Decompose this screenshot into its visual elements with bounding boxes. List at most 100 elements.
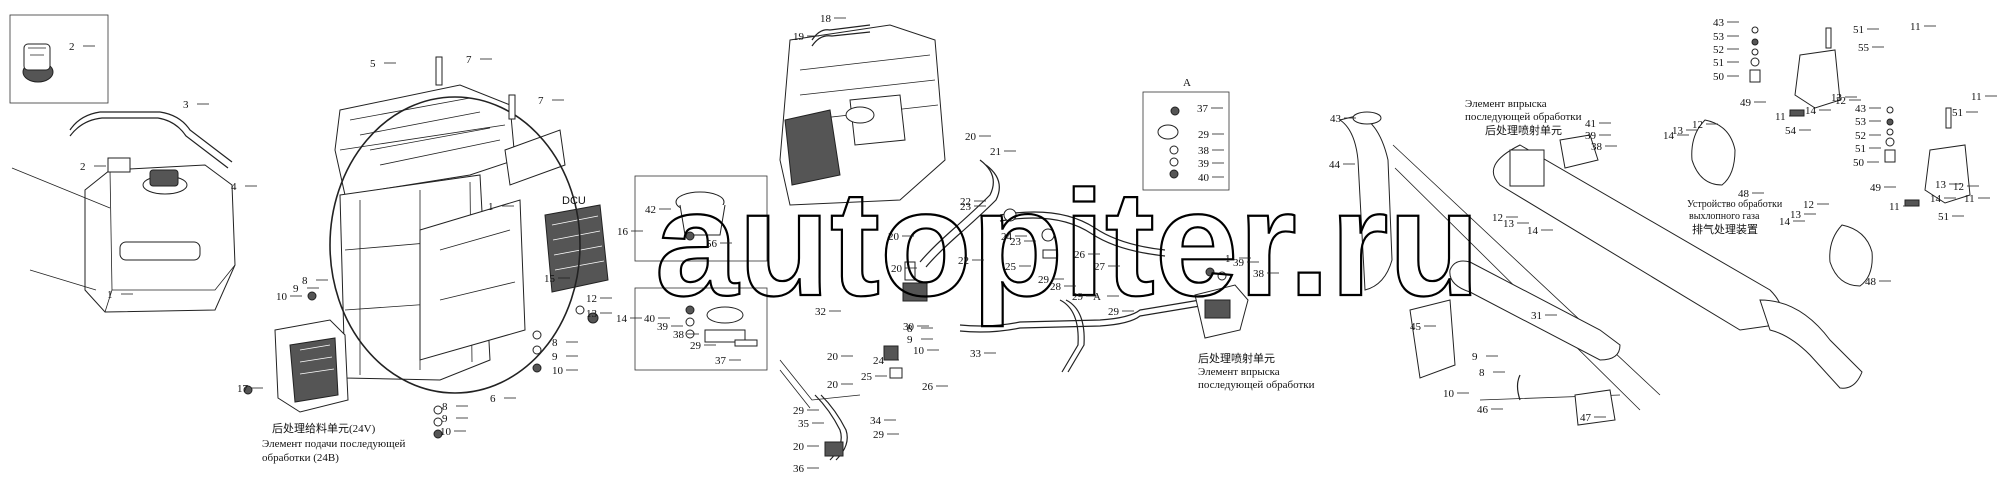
callout-c11c: 11 xyxy=(1971,91,1982,103)
callout-c9a: 9 xyxy=(293,283,299,295)
callout-c14c: 14 xyxy=(1805,105,1817,117)
callout-c43c: 43 xyxy=(1855,103,1867,115)
connectors-mid xyxy=(824,208,1058,457)
callout-c51d: 51 xyxy=(1952,107,1963,119)
pump-housing xyxy=(779,24,946,206)
callout-c15: 15 xyxy=(544,273,556,285)
callout-c8e: 8 xyxy=(1479,367,1485,379)
callout-c11a: 11 xyxy=(1910,21,1921,33)
callout-c26b: 26 xyxy=(922,381,934,393)
hose-29 xyxy=(1059,299,1079,373)
callout-c29e: 29 xyxy=(873,429,885,441)
callout-c41: 41 xyxy=(1585,118,1596,130)
callout-c37b: 37 xyxy=(1197,103,1209,115)
callout-c38a: 38 xyxy=(673,329,685,341)
callout-c29b: 29 xyxy=(1072,291,1084,303)
callout-c9d: 9 xyxy=(907,334,913,346)
callout-c51a: 51 xyxy=(1713,57,1724,69)
callout-c50b: 50 xyxy=(1853,157,1865,169)
callout-c51b: 51 xyxy=(1853,24,1864,36)
callout-c29f: 29 xyxy=(690,340,702,352)
caption-injector-top-ru-1: Элемент впрыска xyxy=(1465,98,1547,110)
callout-c38b: 38 xyxy=(1198,145,1210,157)
callout-c31: 31 xyxy=(1531,310,1542,322)
callout-c40b: 40 xyxy=(1198,172,1210,184)
callout-c39a: 39 xyxy=(657,321,669,333)
collar-48-top xyxy=(1691,119,1736,186)
flange-47 xyxy=(1574,389,1616,426)
detail-box-clamp-a xyxy=(634,175,768,262)
callout-c17: 17 xyxy=(237,383,249,395)
callout-c13b: 13 xyxy=(1503,218,1515,230)
collar-48-bottom xyxy=(1829,224,1873,287)
caption-injector-top-ru-2: последующей обработки xyxy=(1465,111,1582,123)
hose-22 xyxy=(999,211,1166,251)
callout-c10c: 10 xyxy=(440,426,452,438)
detail-box-clamp-b xyxy=(634,287,768,371)
callout-c13a: 13 xyxy=(586,308,598,320)
detail-box-cap xyxy=(9,14,109,104)
caption-supply-unit-cn: 后处理给料单元(24V) xyxy=(272,421,376,435)
clamp-46 xyxy=(1516,374,1521,401)
callout-c14f: 14 xyxy=(1779,216,1791,228)
hanger-bracket-bottom xyxy=(1924,144,1971,204)
callout-c39c: 39 xyxy=(1233,257,1245,269)
callout-c29c: 29 xyxy=(1108,306,1120,318)
hanger-hardware xyxy=(1749,26,1952,207)
caption-supply-unit-ru-1: Элемент подачи последующей xyxy=(262,438,405,450)
callout-c25b: 25 xyxy=(861,371,873,383)
middle-assembly xyxy=(634,24,1249,461)
callout-c39b: 39 xyxy=(1198,158,1210,170)
hose-33 xyxy=(959,299,1201,327)
callout-c1a: 1 xyxy=(107,289,113,301)
callout-c44: 44 xyxy=(1329,159,1341,171)
callout-c29d: 29 xyxy=(793,405,805,417)
callout-c33: 33 xyxy=(970,348,982,360)
callout-c20c: 20 xyxy=(891,263,903,275)
callout-c8d: 8 xyxy=(907,323,913,335)
caption-injector-bottom-ru-1: Элемент впрыска xyxy=(1198,366,1280,378)
oval-outline xyxy=(329,96,581,394)
callout-c48a: 48 xyxy=(1738,188,1750,200)
supply-unit xyxy=(274,319,349,413)
callout-c20a: 20 xyxy=(965,131,977,143)
caption-aftertreat-ru-1: Устройство обработки xyxy=(1687,199,1783,210)
caption-injector-bottom-cn: 后处理喷射单元 xyxy=(1198,351,1275,365)
callout-c54a: 54 xyxy=(1785,125,1797,137)
callout-c34: 34 xyxy=(870,415,882,427)
callout-c30: 30 xyxy=(903,321,915,333)
callout-c16: 16 xyxy=(617,226,629,238)
callout-c22b: 22 xyxy=(958,255,969,267)
view-a-parts xyxy=(1157,106,1180,179)
detail-box-view-a xyxy=(1142,91,1230,191)
callout-c49a: 49 xyxy=(1740,97,1752,109)
callout-c10b: 10 xyxy=(552,365,564,377)
callout-c35: 35 xyxy=(798,418,810,430)
callout-c9e: 9 xyxy=(1472,351,1478,363)
callout-c6: 6 xyxy=(490,393,496,405)
callout-c13e: 13 xyxy=(1935,179,1947,191)
callout-c8b: 8 xyxy=(552,337,558,349)
callout-c20e: 20 xyxy=(827,379,839,391)
bracket-45 xyxy=(1409,299,1456,379)
callout-c11e: 11 xyxy=(1964,193,1975,205)
callout-c29g: 29 xyxy=(1198,129,1210,141)
injector-unit-bottom xyxy=(1194,267,1249,339)
callout-c14e: 14 xyxy=(1930,193,1942,205)
callout-c12c: 12 xyxy=(1835,95,1846,107)
caption-injector-top-cn: 后处理喷射单元 xyxy=(1485,123,1562,137)
tailpipe xyxy=(1759,299,1863,389)
callout-c11d: 11 xyxy=(1889,201,1900,213)
caption-supply-unit-ru-2: обработки (24В) xyxy=(262,452,339,464)
callout-c8c: 8 xyxy=(442,401,448,413)
captions: 后处理给料单元(24V) Элемент подачи последующей … xyxy=(262,98,1783,464)
callout-c10d: 10 xyxy=(913,345,925,357)
callout-c12f: 12 xyxy=(1803,199,1814,211)
frame-bracket xyxy=(334,84,566,381)
callout-c45: 45 xyxy=(1410,321,1422,333)
callout-c21: 21 xyxy=(990,146,1001,158)
callout-c43b: 43 xyxy=(1713,17,1725,29)
